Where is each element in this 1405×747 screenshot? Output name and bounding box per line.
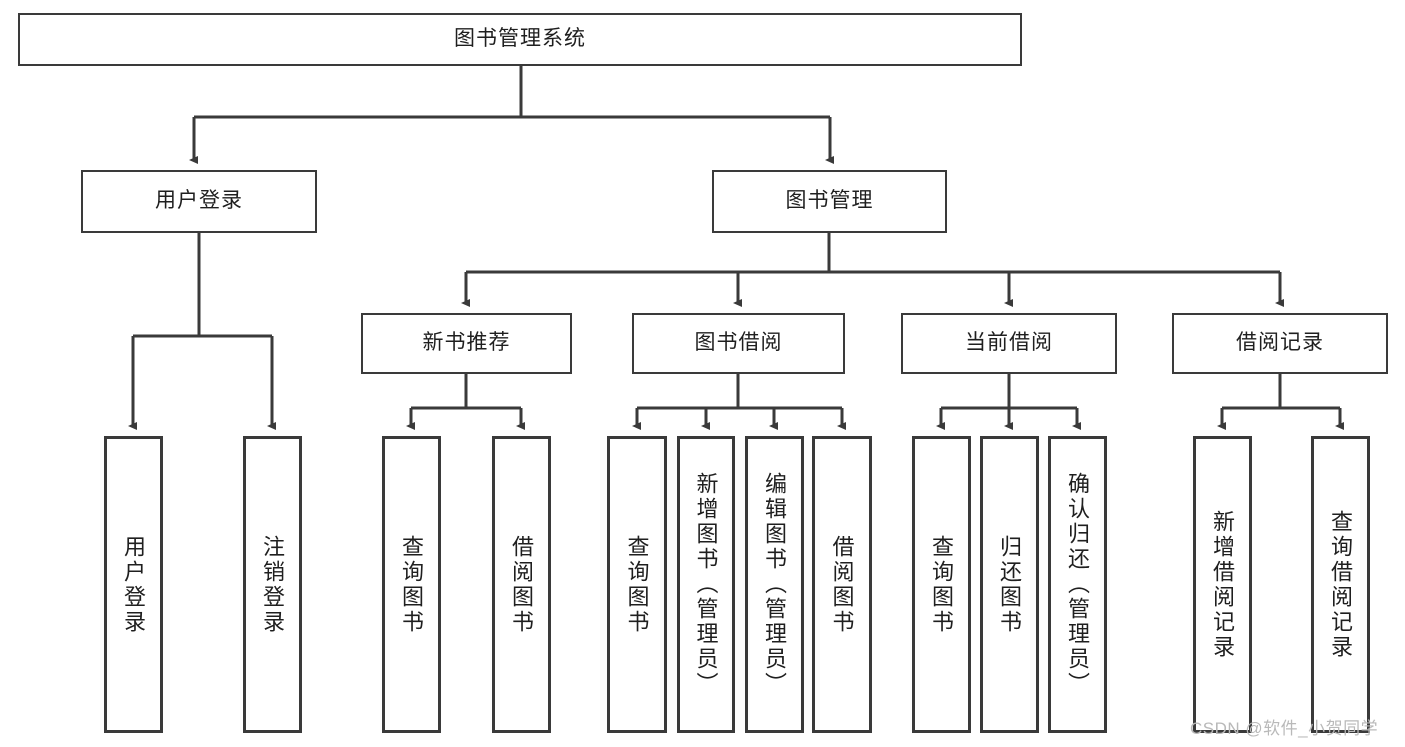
node-borrow-record[interactable]: 借阅记录 bbox=[1172, 313, 1388, 374]
node-label: 新增图书（管理员） bbox=[693, 472, 719, 697]
node-label: 图书借阅 bbox=[694, 331, 783, 355]
leaf-node-borrow-book-1[interactable]: 借阅图书 bbox=[492, 436, 551, 733]
leaf-node-confirm-return-admin[interactable]: 确认归还（管理员） bbox=[1048, 436, 1107, 733]
node-label: 编辑图书（管理员） bbox=[762, 472, 788, 697]
node-label: 查询借阅记录 bbox=[1328, 509, 1354, 660]
node-label: 借阅图书 bbox=[829, 534, 855, 635]
node-label: 借阅图书 bbox=[509, 534, 535, 635]
node-label: 当前借阅 bbox=[965, 331, 1053, 355]
leaf-node-logout-login[interactable]: 注销登录 bbox=[243, 436, 302, 733]
node-label: 用户登录 bbox=[121, 534, 147, 635]
leaf-node-edit-book-admin[interactable]: 编辑图书（管理员） bbox=[745, 436, 804, 733]
node-label: 注销登录 bbox=[260, 534, 286, 635]
node-label: 图书管理系统 bbox=[454, 27, 586, 51]
node-book-management-system[interactable]: 图书管理系统 bbox=[18, 13, 1022, 66]
leaf-node-borrow-book-2[interactable]: 借阅图书 bbox=[812, 436, 872, 733]
leaf-node-query-borrow-record[interactable]: 查询借阅记录 bbox=[1311, 436, 1370, 733]
node-label: 新增借阅记录 bbox=[1210, 509, 1236, 660]
leaf-node-query-book-1[interactable]: 查询图书 bbox=[382, 436, 441, 733]
node-current-borrow[interactable]: 当前借阅 bbox=[901, 313, 1117, 374]
node-label: 查询图书 bbox=[624, 534, 650, 635]
node-book-management[interactable]: 图书管理 bbox=[712, 170, 947, 233]
node-user-login[interactable]: 用户登录 bbox=[81, 170, 317, 233]
node-label: 查询图书 bbox=[929, 534, 955, 635]
node-new-book-recommend[interactable]: 新书推荐 bbox=[361, 313, 572, 374]
node-label: 查询图书 bbox=[399, 534, 425, 635]
leaf-node-add-borrow-record[interactable]: 新增借阅记录 bbox=[1193, 436, 1252, 733]
node-book-borrow[interactable]: 图书借阅 bbox=[632, 313, 845, 374]
leaf-node-return-book[interactable]: 归还图书 bbox=[980, 436, 1039, 733]
leaf-node-query-book-3[interactable]: 查询图书 bbox=[912, 436, 971, 733]
node-label: 借阅记录 bbox=[1236, 331, 1324, 355]
csdn-watermark: CSDN @软件_小贺同学 bbox=[1190, 719, 1379, 738]
leaf-node-query-book-2[interactable]: 查询图书 bbox=[607, 436, 667, 733]
node-label: 确认归还（管理员） bbox=[1065, 472, 1091, 697]
node-label: 新书推荐 bbox=[422, 331, 511, 355]
node-label: 图书管理 bbox=[785, 189, 874, 213]
leaf-node-user-login[interactable]: 用户登录 bbox=[104, 436, 163, 733]
node-label: 用户登录 bbox=[155, 189, 243, 213]
leaf-node-add-book-admin[interactable]: 新增图书（管理员） bbox=[677, 436, 735, 733]
node-label: 归还图书 bbox=[997, 534, 1023, 635]
